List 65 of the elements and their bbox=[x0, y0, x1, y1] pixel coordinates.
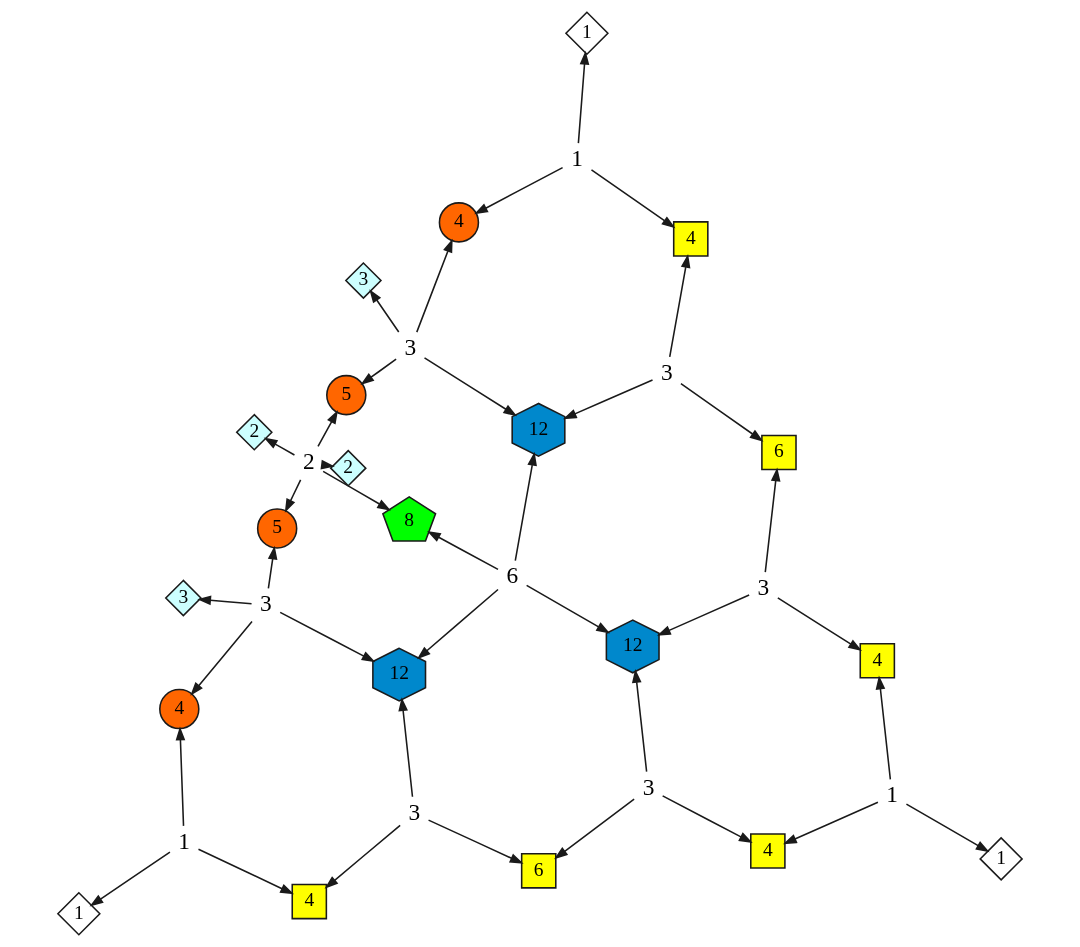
arrow bbox=[89, 851, 171, 907]
arrow bbox=[360, 358, 397, 385]
node-diamond: 1 bbox=[56, 891, 101, 936]
node-box: 4 bbox=[859, 642, 896, 679]
arrow bbox=[777, 597, 863, 652]
arrow bbox=[875, 675, 892, 781]
arrow bbox=[398, 697, 414, 798]
arrow bbox=[668, 254, 691, 358]
node-box: 6 bbox=[761, 434, 797, 471]
node-text: 6 bbox=[506, 562, 519, 589]
arrow bbox=[416, 238, 453, 333]
node-text: 2 bbox=[302, 448, 315, 475]
arrow bbox=[427, 530, 499, 571]
node-text: 3 bbox=[757, 573, 770, 600]
node-text: 3 bbox=[260, 589, 272, 616]
node-diamond: 3 bbox=[344, 261, 383, 300]
arrow bbox=[562, 379, 654, 420]
node-text: 1 bbox=[178, 827, 190, 854]
node-box: 4 bbox=[291, 883, 328, 920]
node-text: 3 bbox=[408, 798, 421, 825]
node-text: 3 bbox=[404, 333, 417, 360]
node-circle: 4 bbox=[159, 688, 200, 730]
arrow bbox=[423, 357, 518, 417]
node-text: 3 bbox=[660, 358, 673, 385]
arrow bbox=[905, 803, 990, 853]
node-circle: 4 bbox=[438, 202, 480, 243]
arrow bbox=[514, 451, 537, 562]
node-text: 3 bbox=[642, 773, 655, 800]
arrow bbox=[416, 588, 499, 660]
arrow bbox=[427, 819, 524, 864]
arrow bbox=[577, 50, 590, 144]
node-circle: 5 bbox=[256, 508, 298, 549]
arrow bbox=[680, 382, 764, 442]
node-box: 4 bbox=[672, 221, 709, 257]
node-text: 1 bbox=[571, 145, 583, 172]
arrow bbox=[369, 289, 400, 333]
arrow bbox=[590, 169, 676, 229]
arrow bbox=[324, 824, 401, 889]
arrow bbox=[267, 545, 278, 590]
arrow bbox=[764, 467, 781, 573]
node-diamond: 3 bbox=[164, 579, 202, 617]
arrow bbox=[197, 595, 253, 606]
arrow bbox=[263, 437, 296, 456]
node-box: 4 bbox=[750, 833, 786, 869]
arrow bbox=[322, 470, 391, 511]
arrow bbox=[284, 479, 302, 513]
arrow bbox=[190, 620, 253, 696]
arrow bbox=[656, 594, 750, 636]
arrow bbox=[525, 584, 611, 634]
arrow bbox=[474, 166, 564, 215]
arrow bbox=[197, 848, 295, 895]
node-box: 6 bbox=[520, 852, 557, 889]
node-diamond: 2 bbox=[329, 449, 367, 487]
arrow bbox=[631, 669, 648, 773]
arrow bbox=[661, 795, 753, 844]
node-diamond: 1 bbox=[979, 836, 1024, 881]
arrow bbox=[782, 801, 879, 845]
node-diamond: 2 bbox=[235, 413, 273, 451]
node-diamond: 1 bbox=[564, 11, 609, 56]
arrow bbox=[279, 611, 376, 663]
node-circle: 5 bbox=[326, 374, 367, 416]
arrow bbox=[317, 410, 338, 448]
arrow bbox=[175, 726, 186, 827]
node-text: 1 bbox=[886, 781, 899, 808]
arrow bbox=[554, 798, 635, 860]
